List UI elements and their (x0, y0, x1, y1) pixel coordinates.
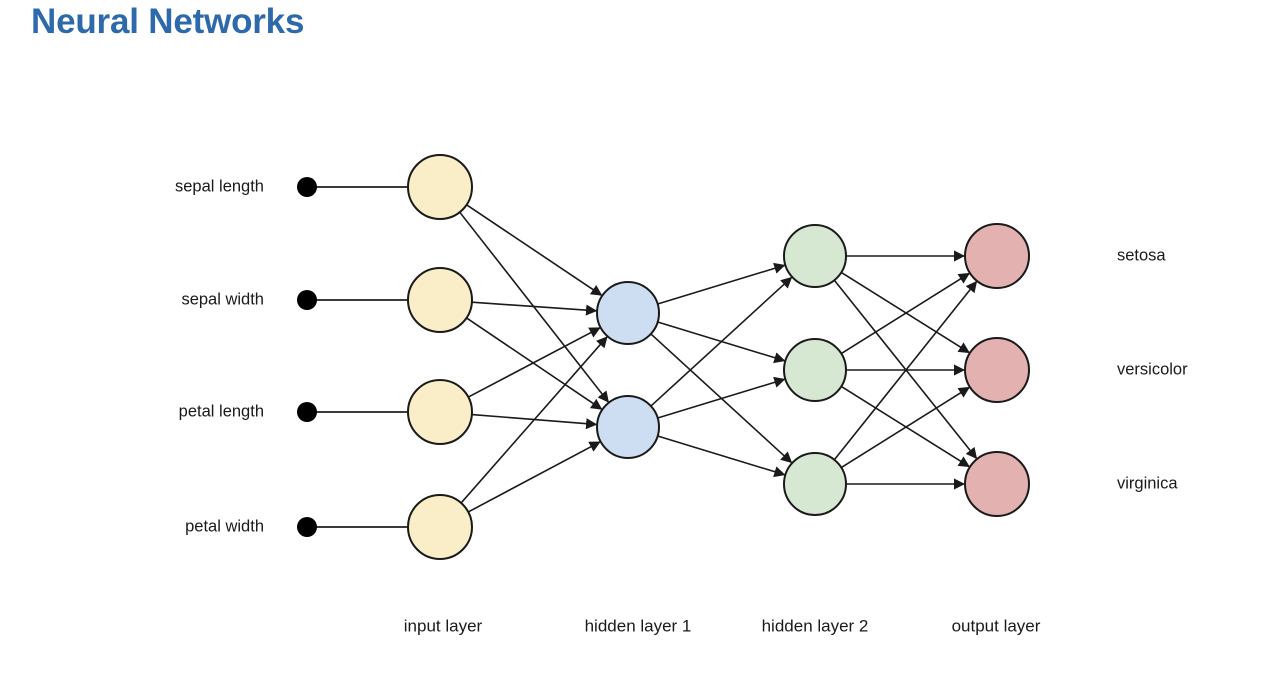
edge-in-3-to-h1-1 (467, 327, 601, 398)
edge-in-4-to-h1-2 (467, 441, 601, 513)
edge-h2-1-to-out-2 (840, 271, 970, 354)
node-out-1[interactable] (964, 223, 1030, 289)
node-h1-2[interactable] (596, 395, 660, 459)
edge-h2-3-to-out-2 (840, 386, 970, 469)
node-in-4[interactable] (407, 494, 473, 560)
node-out-3[interactable] (964, 451, 1030, 517)
edge-in-1-to-h1-1 (466, 204, 603, 296)
edges-group (459, 204, 978, 513)
class-label-out-2: versicolor (1117, 360, 1188, 378)
input-source-dot-in-3 (297, 402, 317, 422)
node-in-2[interactable] (407, 267, 473, 333)
layer-caption-input: input layer (404, 616, 483, 635)
page-title: Neural Networks (31, 2, 305, 41)
node-h2-2[interactable] (783, 338, 847, 402)
input-source-dot-in-2 (297, 290, 317, 310)
edge-h2-2-to-out-1 (840, 272, 970, 355)
feature-label-in-3: petal length (179, 402, 264, 420)
node-h1-1[interactable] (596, 281, 660, 345)
class-label-out-1: setosa (1117, 246, 1166, 264)
edge-h1-1-to-h2-1 (657, 262, 786, 305)
node-in-3[interactable] (407, 379, 473, 445)
feature-label-in-1: sepal length (175, 177, 264, 195)
class-label-out-3: virginica (1117, 474, 1178, 492)
layer-caption-hidden1: hidden layer 1 (585, 616, 692, 635)
edge-h1-2-to-h2-3 (657, 435, 786, 478)
input-source-dot-in-4 (297, 517, 317, 537)
edge-h1-2-to-h2-1 (650, 276, 793, 407)
labels-group: sepal length sepal width petal length petal… (175, 177, 1188, 635)
edge-in-2-to-h1-1 (471, 301, 598, 316)
node-h2-3[interactable] (783, 452, 847, 516)
edge-in-4-to-h1-1 (460, 336, 608, 504)
feature-label-in-4: petal width (185, 517, 264, 535)
input-source-dot-in-1 (297, 177, 317, 197)
layer-caption-hidden2: hidden layer 2 (762, 616, 869, 635)
layer-caption-output: output layer (952, 616, 1041, 635)
node-h2-1[interactable] (783, 224, 847, 288)
edge-h1-2-to-h2-2 (657, 376, 786, 419)
feature-label-in-2: sepal width (181, 290, 264, 308)
edge-h2-2-to-out-3 (840, 385, 970, 468)
input-stubs-group (307, 186, 408, 528)
edge-h2-3-to-out-1 (833, 280, 978, 461)
edge-in-2-to-h1-2 (466, 317, 603, 410)
node-in-1[interactable] (407, 154, 473, 220)
node-out-2[interactable] (964, 337, 1030, 403)
nodes-group (297, 154, 1030, 560)
